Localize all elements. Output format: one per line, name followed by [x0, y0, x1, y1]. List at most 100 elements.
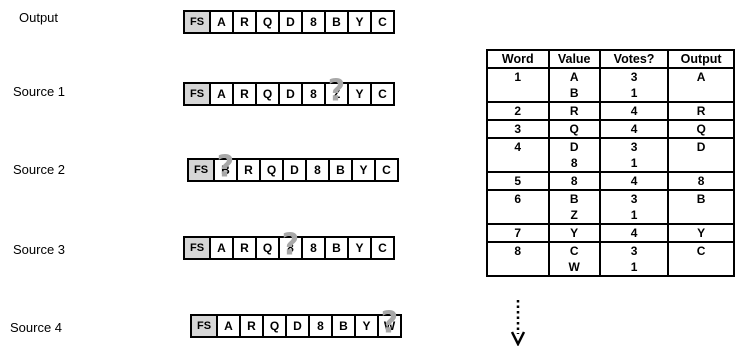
- output-cell-blank: [669, 259, 733, 275]
- word-cell: C: [372, 238, 393, 258]
- cell-value: Y: [355, 241, 364, 255]
- word-cell-text: 5: [514, 174, 522, 188]
- cell-value: FS: [189, 242, 205, 254]
- cell-value: B: [221, 163, 230, 177]
- cell-value: A: [217, 241, 226, 255]
- word-cell: 8: [310, 316, 333, 336]
- cell-value: FS: [193, 164, 209, 176]
- header-word: Word: [486, 49, 550, 69]
- word-cell: Q: [257, 84, 280, 104]
- votes-cell-line: 1: [630, 208, 638, 222]
- row-label-output: Output: [19, 10, 59, 25]
- value-cell: R: [547, 101, 601, 121]
- word-cell: B: [330, 160, 353, 180]
- votes-cell-line: 1: [630, 86, 638, 100]
- output-cell: D: [667, 137, 735, 173]
- votes-cell-line: 3: [630, 244, 638, 258]
- output-cell-text: A: [696, 70, 706, 84]
- output-cell: Q: [667, 119, 735, 139]
- cell-value: R: [244, 163, 253, 177]
- word-cell-blank: [488, 155, 548, 171]
- row-label-source-4: Source 4: [10, 320, 63, 335]
- cell-value: 8: [287, 241, 294, 255]
- cell-value: C: [382, 163, 391, 177]
- output-cell-blank: [669, 85, 733, 101]
- cell-value: R: [240, 15, 249, 29]
- word-cell: 6: [486, 189, 550, 225]
- output-cell: Y: [667, 223, 735, 243]
- cell-value: D: [286, 15, 295, 29]
- value-cell-line: D: [569, 140, 579, 154]
- output-cell: 8: [667, 171, 735, 191]
- word-cell: R: [234, 238, 257, 258]
- word-cell-text: 3: [514, 122, 522, 136]
- word-cell: Y: [353, 160, 376, 180]
- word-cell-text: 1: [514, 70, 522, 84]
- continuation-down-arrow-icon: [510, 300, 526, 346]
- cell-value: C: [378, 15, 387, 29]
- cell-value: R: [240, 87, 249, 101]
- value-cell-line: R: [569, 104, 579, 118]
- cell-value: Z: [332, 87, 341, 101]
- word-cell: 8: [303, 12, 326, 32]
- cell-value: A: [217, 87, 226, 101]
- cell-value: Q: [269, 319, 280, 333]
- word-cell: A: [211, 238, 234, 258]
- word-cell: 8: [303, 238, 326, 258]
- output-cell-text: B: [696, 192, 706, 206]
- word-cell: Z?: [326, 76, 349, 106]
- word-cell: 4: [486, 137, 550, 173]
- cell-value: A: [224, 319, 233, 333]
- word-cell: C: [372, 84, 393, 104]
- cell-value: 8: [317, 319, 324, 333]
- word-cell: 8: [303, 84, 326, 104]
- value-cell-line: B: [569, 192, 579, 206]
- word-cell: W?: [379, 308, 400, 338]
- header-output: Output: [667, 49, 735, 69]
- cell-value: Q: [262, 15, 273, 29]
- output-cell-text: C: [696, 244, 706, 258]
- row-label-source-3: Source 3: [13, 242, 66, 257]
- votes-cell-line: 4: [630, 122, 638, 136]
- value-cell-line: Y: [570, 226, 579, 240]
- votes-cell-line: 1: [630, 260, 638, 274]
- cell-value: FS: [196, 320, 212, 332]
- value-cell-line: A: [569, 70, 579, 84]
- word-cell: 8: [307, 160, 330, 180]
- cell-value: Y: [362, 319, 371, 333]
- word-cell: C: [372, 12, 393, 32]
- value-cell-line: 8: [570, 156, 578, 170]
- output-cell-blank: [669, 155, 733, 171]
- frame-sync-cell: FS: [185, 12, 211, 32]
- word-cell: R: [238, 160, 261, 180]
- output-cell: C: [667, 241, 735, 277]
- cell-value: W: [383, 319, 396, 333]
- row-label-source-1: Source 1: [13, 84, 66, 99]
- output-cell: R: [667, 101, 735, 121]
- word-cell: A: [218, 316, 241, 336]
- output-cell-text: Y: [697, 226, 706, 240]
- output-cell-text: D: [696, 140, 706, 154]
- votes-cell-line: 4: [630, 174, 638, 188]
- output-cell-text: 8: [697, 174, 705, 188]
- word-cell-blank: [488, 207, 548, 223]
- cell-value: R: [247, 319, 256, 333]
- word-cell: C: [376, 160, 397, 180]
- cell-value: D: [293, 319, 302, 333]
- word-cell: D: [280, 84, 303, 104]
